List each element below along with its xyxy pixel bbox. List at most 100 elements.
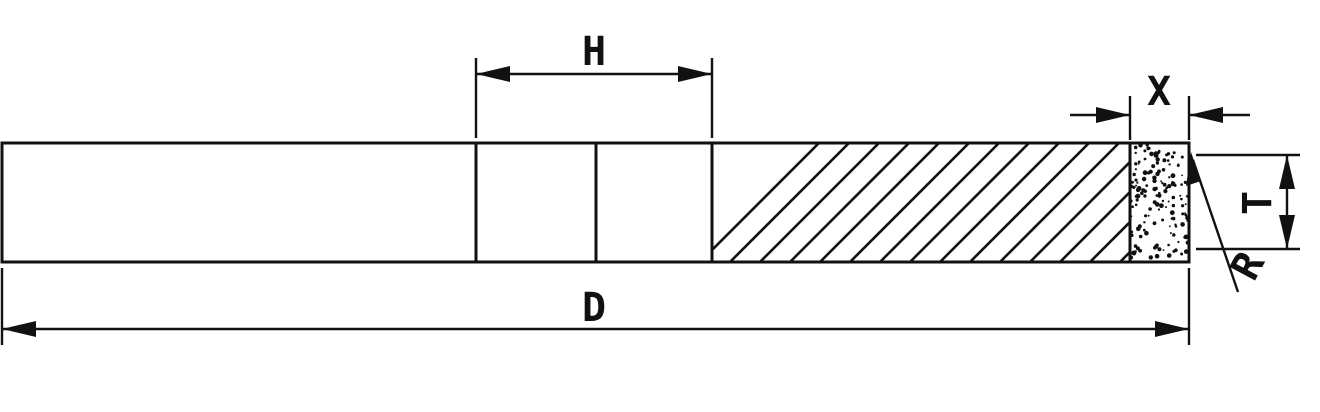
abrasive-grain: [1131, 205, 1134, 208]
abrasive-grain: [1152, 175, 1157, 180]
arrowhead-t-top: [1279, 155, 1295, 189]
abrasive-grain: [1167, 200, 1170, 203]
abrasive-grain: [1160, 180, 1162, 183]
abrasive-grain: [1172, 233, 1176, 237]
abrasive-grain: [1180, 222, 1185, 227]
abrasive-grain: [1158, 191, 1161, 195]
abrasive-grain: [1183, 234, 1189, 240]
abrasive-grain: [1170, 155, 1175, 159]
hatch-line: [1089, 220, 1130, 262]
hatch-line: [1059, 190, 1130, 262]
abrasive-grain: [1153, 151, 1159, 157]
hatch-line: [939, 143, 1060, 262]
dimension-x: X: [1070, 69, 1250, 140]
abrasive-grain: [1170, 217, 1174, 220]
abrasive-grain: [1144, 214, 1148, 218]
hatch-line: [789, 143, 910, 262]
abrasive-grain: [1167, 243, 1170, 247]
abrasive-grain: [1166, 253, 1172, 258]
arrowhead-x-right: [1189, 107, 1223, 123]
dimension-h: H: [474, 29, 714, 138]
abrasive-grain: [1180, 252, 1184, 256]
abrasive-grain: [1148, 207, 1152, 211]
hatch-line: [879, 143, 1000, 262]
abrasive-grain: [1167, 184, 1172, 189]
abrasive-grain: [1130, 233, 1134, 237]
abrasive-grain: [1130, 180, 1134, 184]
abrasive-grain: [1161, 168, 1166, 172]
abrasive-grain: [1157, 208, 1161, 211]
hatch-line: [849, 143, 970, 262]
abrasive-grain: [1148, 255, 1154, 260]
abrasive-grain: [1176, 164, 1180, 167]
abrasive-grain: [1134, 162, 1138, 166]
dimension-label-x: X: [1147, 69, 1171, 115]
abrasive-grain: [1153, 246, 1157, 250]
abrasive-grain: [1180, 197, 1183, 201]
abrasive-grain: [1161, 199, 1165, 203]
arrowhead-x-left: [1096, 107, 1130, 123]
dimension-t: T: [1196, 153, 1300, 251]
abrasive-grain: [1155, 161, 1160, 165]
abrasive-grain: [1169, 232, 1172, 235]
abrasive-grain: [1134, 178, 1138, 182]
abrasive-grain: [1170, 173, 1176, 179]
abrasive-grain: [1143, 221, 1146, 224]
abrasive-grain: [1161, 218, 1165, 222]
abrasive-grain: [1159, 203, 1164, 209]
abrasive-grain: [1183, 249, 1189, 254]
abrasive-grain: [1171, 203, 1176, 208]
dimension-label-r: R: [1222, 244, 1274, 288]
arrowhead-d-left: [2, 321, 36, 337]
abrasive-grain: [1180, 155, 1184, 159]
abrasive-grain: [1134, 194, 1138, 198]
abrasive-grain: [1134, 250, 1137, 253]
arrowhead-h-left: [476, 66, 510, 82]
abrasive-grain: [1184, 212, 1187, 215]
hatch-line: [759, 143, 880, 262]
abrasive-grain: [1136, 226, 1141, 232]
abrasive-grain: [1133, 145, 1138, 150]
abrasive-grain: [1179, 194, 1182, 197]
abrasive-layer: [1130, 143, 1189, 260]
abrasive-grain: [1171, 195, 1176, 200]
abrasive-grain: [1185, 240, 1189, 245]
abrasive-grain: [1134, 168, 1137, 171]
abrasive-grain: [1142, 228, 1146, 232]
hatch-line: [729, 143, 850, 262]
abrasive-grain: [1152, 178, 1157, 184]
abrasive-grain: [1185, 195, 1189, 198]
abrasive-grain: [1134, 203, 1138, 207]
abrasive-grain: [1143, 157, 1147, 161]
abrasive-grain: [1168, 163, 1171, 166]
radius-leader-r: R: [1186, 152, 1274, 293]
abrasive-grain: [1152, 186, 1157, 192]
abrasive-grain: [1171, 180, 1174, 183]
abrasive-grain: [1142, 170, 1148, 176]
abrasive-grain: [1162, 249, 1165, 252]
abrasive-grain: [1163, 189, 1168, 194]
arrowhead-r: [1186, 152, 1201, 186]
abrasive-grain: [1177, 240, 1180, 244]
abrasive-grain: [1166, 159, 1170, 162]
abrasive-grain: [1156, 243, 1159, 246]
abrasive-grain: [1130, 230, 1134, 234]
abrasive-grain: [1168, 176, 1171, 179]
abrasive-grain: [1155, 157, 1160, 162]
arrowhead-h-right: [678, 66, 712, 82]
abrasive-grain: [1154, 253, 1160, 259]
abrasive-grain: [1183, 180, 1187, 184]
dimension-label-h: H: [582, 29, 606, 75]
abrasive-grain: [1155, 194, 1158, 197]
abrasive-grain: [1162, 158, 1167, 163]
abrasive-grain: [1138, 234, 1143, 239]
abrasive-grain: [1169, 210, 1175, 216]
abrasive-grain: [1161, 181, 1164, 185]
abrasive-grain: [1180, 183, 1183, 186]
abrasive-grain: [1147, 214, 1150, 217]
abrasive-grain: [1172, 249, 1176, 253]
abrasive-grain: [1181, 174, 1183, 177]
abrasive-grain: [1165, 206, 1167, 209]
hatch-line: [999, 143, 1120, 262]
